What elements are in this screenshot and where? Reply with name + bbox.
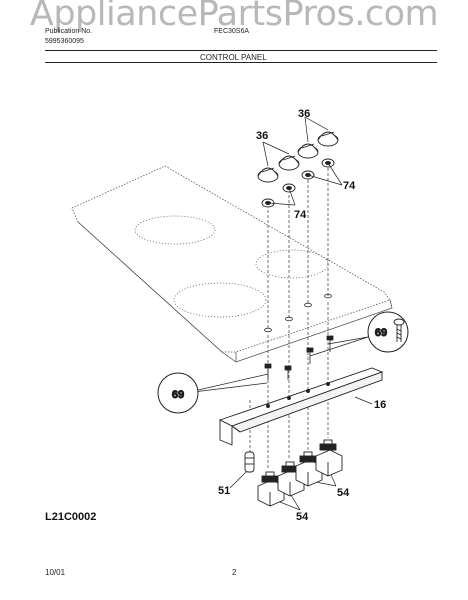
knob-3 bbox=[297, 143, 319, 159]
callout-74-left: 74 bbox=[294, 209, 307, 221]
callout-54-bottom: 54 bbox=[296, 511, 309, 523]
publication-label: Publication No. bbox=[45, 28, 93, 35]
figure-id: L21C0002 bbox=[45, 511, 97, 523]
publication-number: 5995360095 bbox=[45, 38, 84, 45]
screw-detail-left: 69 bbox=[157, 372, 199, 414]
callout-74-right: 74 bbox=[343, 180, 356, 192]
knob-2 bbox=[278, 155, 300, 171]
leader-lines bbox=[184, 116, 373, 511]
callout-36-left: 36 bbox=[256, 130, 268, 142]
callout-69-right: 69 bbox=[375, 327, 387, 339]
section-title: CONTROL PANEL bbox=[200, 53, 267, 62]
infinite-switches bbox=[257, 439, 343, 507]
connector-part bbox=[244, 451, 255, 473]
footer-date: 10/01 bbox=[45, 568, 66, 577]
panel-screw-4 bbox=[326, 335, 334, 352]
switch-1 bbox=[257, 471, 285, 507]
section-rule bbox=[45, 62, 437, 63]
cooktop-knob-holes bbox=[264, 293, 332, 333]
panel-screw-1 bbox=[264, 363, 272, 380]
knob-1 bbox=[257, 167, 279, 183]
panel-screw-3 bbox=[306, 347, 314, 364]
knob-rings bbox=[261, 158, 335, 208]
switch-3 bbox=[295, 451, 323, 487]
knob-parts bbox=[257, 131, 339, 183]
screw-detail-icon bbox=[393, 318, 405, 342]
model-number: FEC30S6A bbox=[214, 28, 250, 35]
callout-36-right: 36 bbox=[298, 108, 310, 120]
control-panel-bracket bbox=[218, 367, 384, 446]
panel-screws bbox=[264, 335, 334, 380]
screw-detail-right: 69 bbox=[367, 311, 409, 353]
switch-4 bbox=[315, 439, 343, 477]
cooktop-outline bbox=[71, 165, 393, 363]
callout-51: 51 bbox=[218, 485, 230, 497]
header-rule bbox=[45, 50, 437, 51]
callout-69-left: 69 bbox=[172, 389, 184, 401]
assembly-lines bbox=[249, 168, 329, 470]
watermark: AppliancePartsPros.com bbox=[29, 0, 439, 34]
callout-16: 16 bbox=[374, 399, 386, 411]
callout-54-right: 54 bbox=[337, 487, 350, 499]
footer-page: 2 bbox=[232, 568, 237, 577]
panel-screw-2 bbox=[284, 365, 292, 380]
knob-4 bbox=[317, 131, 339, 147]
